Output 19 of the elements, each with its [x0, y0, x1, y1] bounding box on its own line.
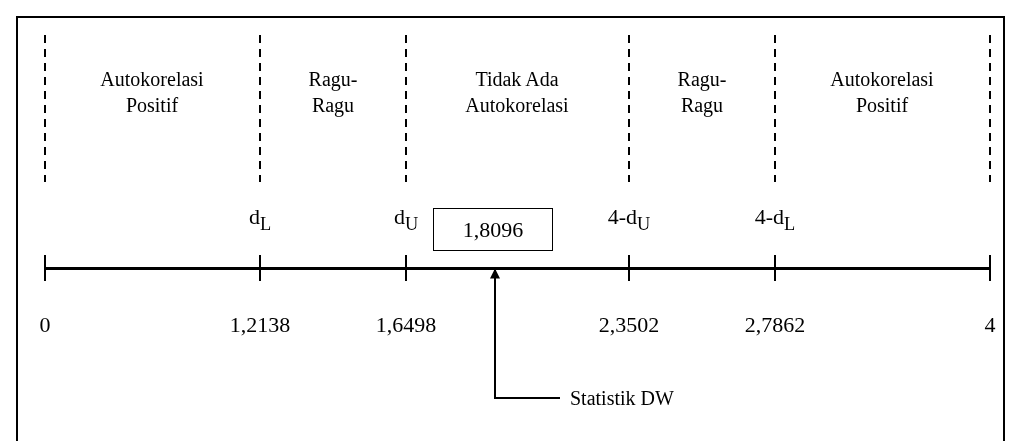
number-line	[45, 266, 990, 270]
tick-label: 2,3502	[598, 310, 660, 339]
tick-label: 2,7862	[744, 310, 806, 339]
critical-value-label: d$_{L}$	[248, 203, 272, 236]
region-label: Autokorelasi Positif	[99, 67, 205, 118]
value-box: 1,8096	[433, 208, 553, 251]
critical-value-label: 4-d$_{L}$	[754, 203, 796, 236]
region-label: Autokorelasi Positif	[829, 67, 935, 118]
statistic-label: Statistik DW	[560, 383, 700, 413]
critical-value-label: d$_{U}$	[393, 203, 419, 236]
critical-value-label: 4-d$_{U}$	[607, 203, 651, 236]
region-label: Ragu-Ragu	[676, 67, 728, 118]
tick-label: 4	[984, 310, 996, 339]
tick-label: 1,2138	[229, 310, 291, 339]
region-label: Tidak Ada Autokorelasi	[464, 67, 570, 118]
region-label: Ragu-Ragu	[307, 67, 359, 118]
tick-label: 1,6498	[375, 310, 437, 339]
tick-label: 0	[39, 310, 51, 339]
arrow	[490, 268, 561, 399]
